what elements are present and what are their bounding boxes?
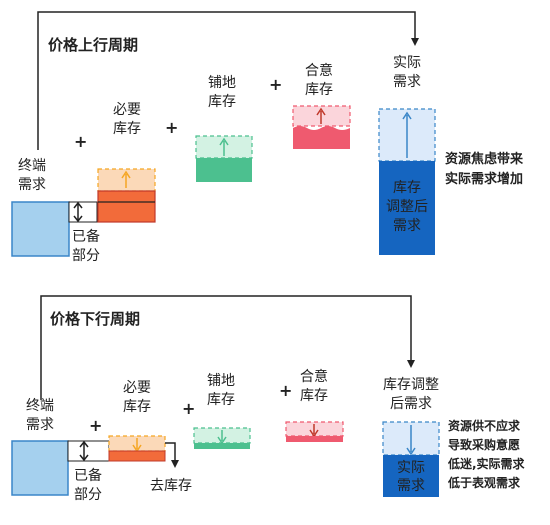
- bottom-destock-label: 去库存: [150, 478, 192, 494]
- bottom-actual-box: [383, 455, 439, 497]
- bottom-laying-box: [194, 443, 250, 449]
- bottom-terminal-box: [11, 440, 69, 496]
- bottom-plus-1: +: [89, 416, 102, 435]
- bottom-prepared-double-arrow: [79, 440, 89, 462]
- bottom-prepared-label-1: 已备: [74, 467, 102, 484]
- top-adjusted-box: [379, 161, 435, 255]
- bottom-note-line-2: 导致采购意愿: [448, 437, 520, 452]
- bottom-laying-label-2: 库存: [207, 392, 235, 408]
- bottom-destock-arrow: [165, 442, 179, 468]
- top-intent-label-1: 合意: [305, 62, 333, 79]
- top-actual-label-1: 实际: [393, 55, 421, 71]
- bottom-intent-label-2: 库存: [300, 388, 328, 404]
- top-note-line-1: 资源焦虑带来: [445, 151, 524, 167]
- top-terminal-label-1: 终端: [18, 158, 46, 174]
- top-adjusted-label-2: 调整后: [386, 199, 428, 215]
- bottom-adjusted-label-1: 库存调整: [383, 377, 439, 393]
- top-plus-3: +: [269, 75, 282, 94]
- bottom-note-line-4: 低于表观需求: [447, 475, 521, 490]
- bottom-intent-box: [286, 436, 343, 442]
- bottom-plus-2: +: [182, 399, 195, 418]
- top-intent-up-arrow: [316, 107, 326, 124]
- bottom-adjusted-label-2: 后需求: [390, 396, 432, 412]
- top-laying-up-arrow: [219, 137, 229, 156]
- bottom-intent-label-1: 合意: [300, 368, 328, 385]
- top-note-line-2: 实际需求增加: [445, 171, 523, 187]
- bottom-necessary-label-1: 必要: [123, 380, 151, 396]
- top-necessary-box: [97, 190, 156, 223]
- top-actual-label-2: 需求: [393, 74, 421, 90]
- top-necessary-label-2: 库存: [113, 121, 141, 137]
- bottom-terminal-label-1: 终端: [26, 398, 54, 414]
- bottom-flow-line: [40, 295, 415, 400]
- top-terminal-label-2: 需求: [18, 177, 46, 193]
- top-necessary-label-1: 必要: [113, 102, 141, 118]
- top-laying-box: [196, 158, 252, 182]
- bottom-prepared-box: [67, 440, 110, 462]
- bottom-terminal-label-2: 需求: [26, 417, 54, 433]
- bottom-adjusted-down-arrow: [406, 425, 416, 456]
- bottom-title: 价格下行周期: [50, 310, 140, 328]
- top-prepared-box: [68, 201, 98, 223]
- bottom-necessary-box: [108, 450, 166, 462]
- top-adjusted-label-3: 需求: [393, 218, 421, 234]
- top-title: 价格上行周期: [48, 36, 138, 54]
- top-terminal-box: [11, 201, 70, 257]
- top-plus-2: +: [165, 118, 178, 137]
- bottom-prepared-label-2: 部分: [74, 487, 102, 503]
- top-laying-label-2: 库存: [208, 94, 236, 110]
- top-prepared-double-arrow: [73, 201, 83, 223]
- top-necessary-up-arrow: [121, 170, 131, 188]
- top-plus-1: +: [74, 132, 87, 151]
- top-actual-up-arrow: [402, 111, 412, 158]
- bottom-plus-3: +: [279, 381, 292, 400]
- bottom-note-line-1: 资源供不应求: [448, 418, 521, 433]
- bottom-necessary-label-2: 库存: [123, 399, 151, 415]
- top-prepared-label-2: 部分: [72, 248, 100, 264]
- bottom-actual-label-2: 需求: [397, 478, 425, 494]
- top-prepared-label-1: 已备: [72, 228, 100, 245]
- top-intent-label-2: 库存: [305, 82, 333, 98]
- top-adjusted-label-1: 库存: [393, 180, 421, 196]
- bottom-note-line-3: 低迷,实际需求: [447, 456, 526, 471]
- top-laying-label-1: 铺地: [208, 75, 236, 91]
- top-flow-line: [37, 11, 419, 150]
- bottom-actual-label-1: 实际: [397, 460, 425, 476]
- top-intent-box: [293, 126, 350, 149]
- bottom-laying-label-1: 铺地: [207, 373, 235, 389]
